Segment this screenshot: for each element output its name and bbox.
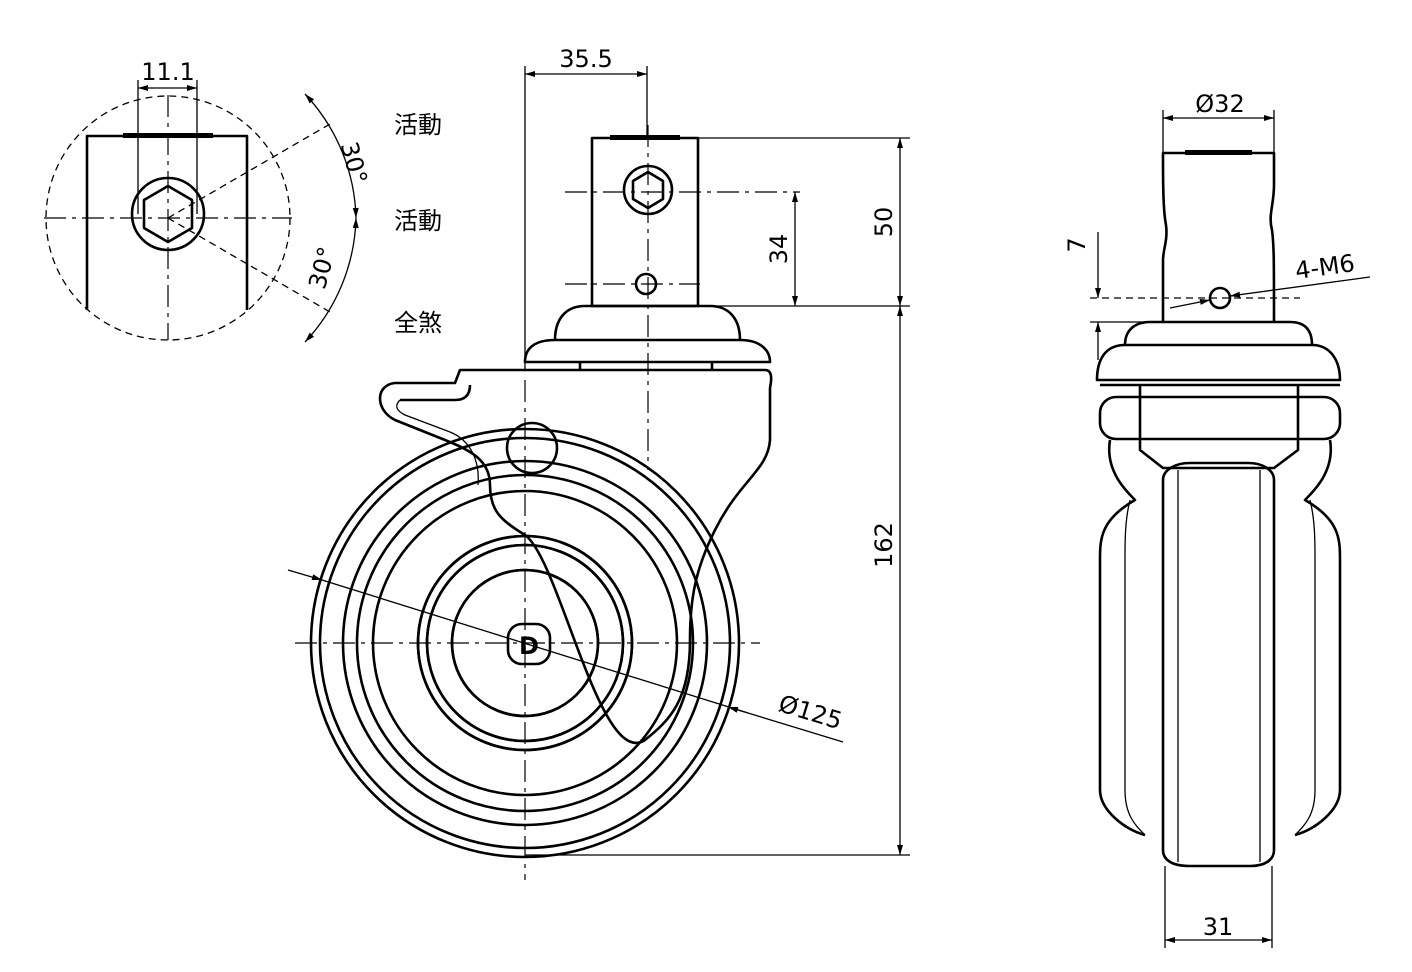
stem-outline xyxy=(85,134,249,310)
fork-legs xyxy=(1138,385,1300,470)
side-view: D 35.5 50 34 162 Ø125 xyxy=(287,45,910,880)
label-swivel-2: 活動 xyxy=(394,207,442,235)
dim-stem-offset: 35.5 xyxy=(559,45,612,73)
dim-wheel-width: 31 xyxy=(1203,913,1234,941)
stem xyxy=(1161,151,1276,323)
dim-hex-width: 11.1 xyxy=(141,58,194,86)
swivel-plate xyxy=(553,304,742,341)
brand-logo xyxy=(506,622,552,666)
dim-hole-offset: 7 xyxy=(1063,237,1091,252)
wheel-outer-tread xyxy=(1098,439,1342,837)
top-view: 11.1 30° 30° xyxy=(44,58,373,343)
dim-wheel-diameter: Ø125 xyxy=(775,690,845,736)
swivel-plate xyxy=(1123,320,1314,346)
bolt-circle xyxy=(130,176,206,252)
base-plate xyxy=(1095,343,1342,382)
brake-bar xyxy=(1098,395,1342,441)
fork xyxy=(378,368,773,745)
dim-overall-height: 162 xyxy=(870,522,898,568)
stem-top xyxy=(123,133,213,138)
base-plate xyxy=(523,338,772,364)
dim-hole-height: 34 xyxy=(765,234,793,265)
stem xyxy=(590,136,700,308)
logo-letter: D xyxy=(519,632,539,660)
dim-angle-lower: 30° xyxy=(303,244,341,292)
label-swivel-1: 活動 xyxy=(394,111,442,139)
brake-rivet xyxy=(505,421,559,475)
dim-stem-height: 50 xyxy=(870,207,898,238)
label-total-brake: 全煞 xyxy=(394,309,442,337)
front-view: 7 4-M6 Ø32 31 xyxy=(1063,90,1371,948)
dim-angle-upper: 30° xyxy=(335,139,373,187)
hex-socket-icon xyxy=(142,184,194,244)
dim-stem-diameter: Ø32 xyxy=(1195,90,1244,118)
wheel-center-tread xyxy=(1161,461,1276,868)
